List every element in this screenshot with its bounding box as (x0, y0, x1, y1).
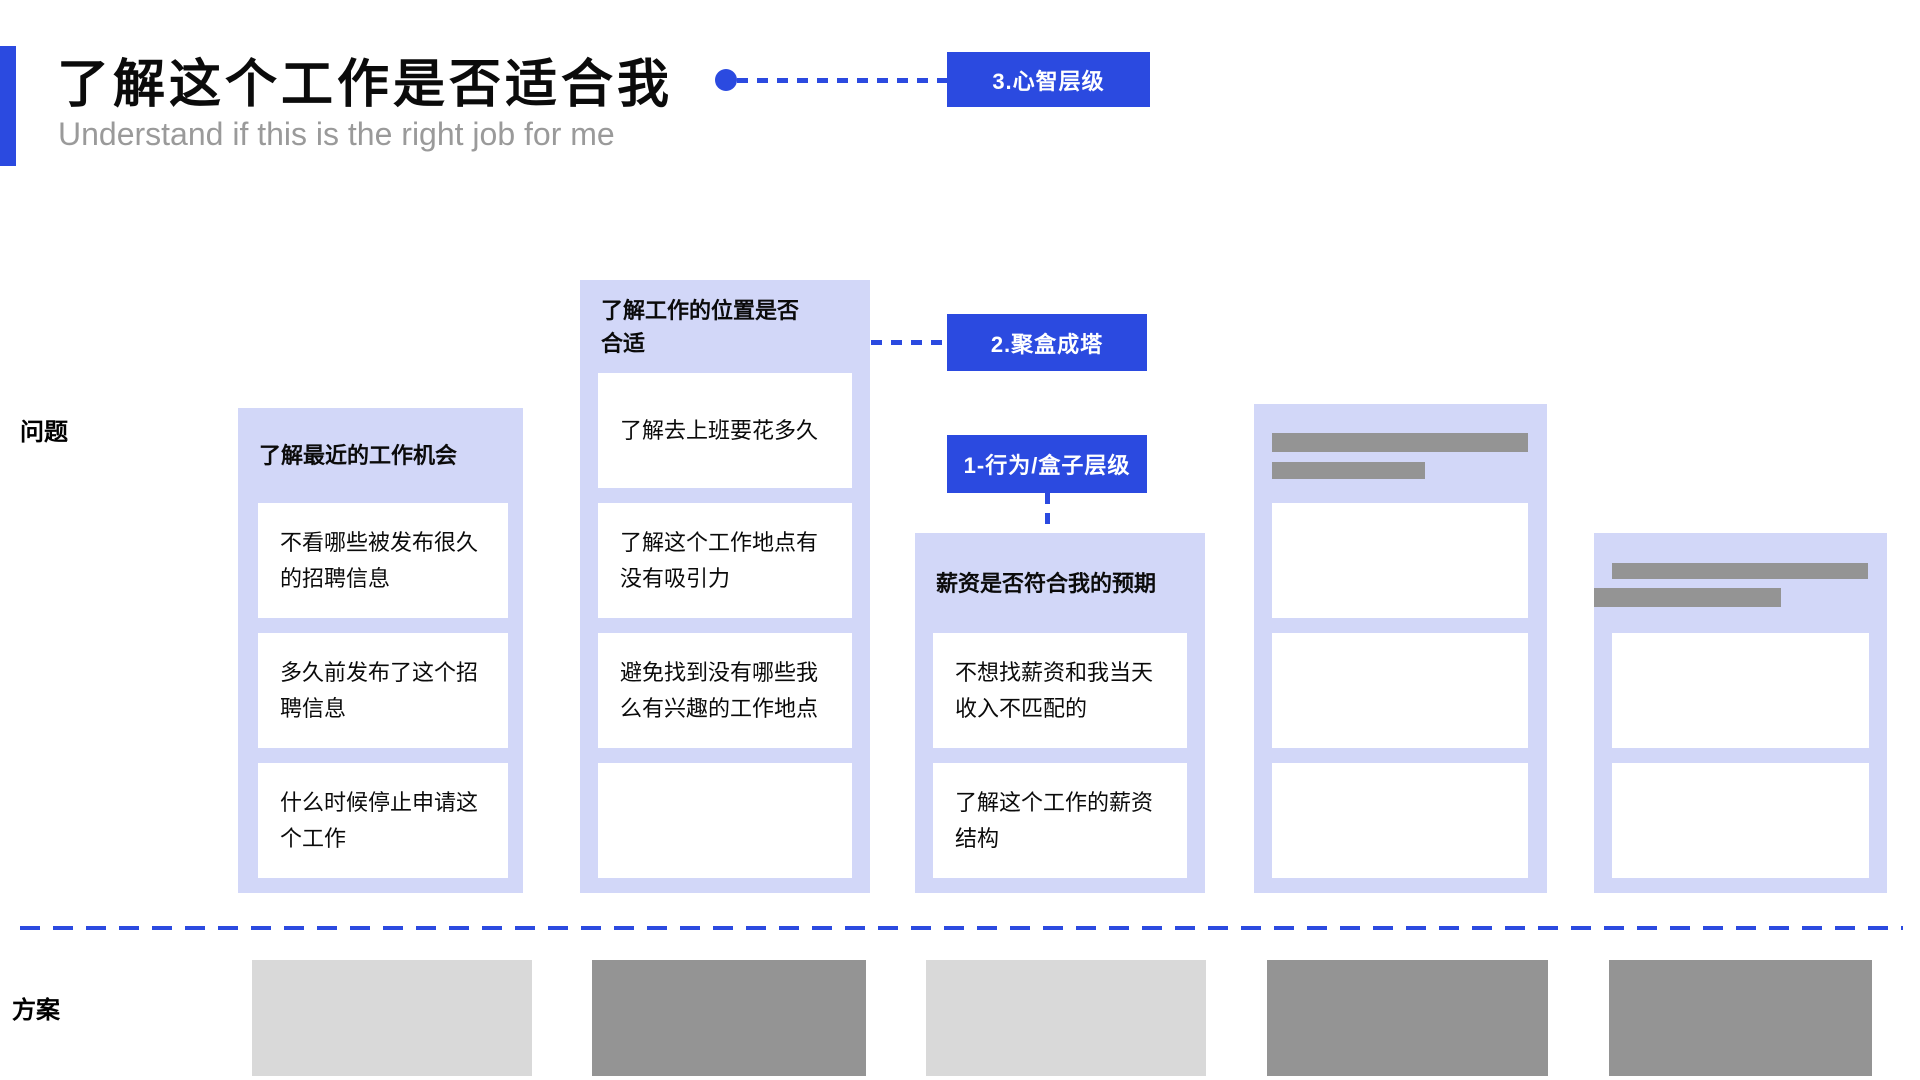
column-2-header: 了解工作的位置是否 合适 (601, 297, 800, 356)
connector-dot-title (715, 69, 737, 91)
column-1-header: 了解最近的工作机会 (259, 443, 458, 468)
row-label-solutions: 方案 (12, 997, 60, 1024)
question-card: 避免找到没有哪些我 么有兴趣的工作地点 (598, 633, 852, 748)
question-card-empty (1612, 633, 1869, 748)
question-card: 了解这个工作的薪资 结构 (933, 763, 1187, 878)
solution-placeholder (592, 960, 866, 1076)
placeholder-bar (1272, 462, 1425, 479)
row-label-questions: 问题 (20, 419, 68, 446)
question-card: 了解去上班要花多久 (598, 373, 852, 488)
solution-placeholder (926, 960, 1206, 1076)
question-card-empty (1612, 763, 1869, 878)
level-2-badge: 2.聚盒成塔 (947, 314, 1147, 371)
question-card-empty (1272, 633, 1528, 748)
question-card: 什么时候停止申请这 个工作 (258, 763, 508, 878)
dotted-connector-level-3 (737, 78, 947, 83)
level-1-badge: 1-行为/盒子层级 (947, 435, 1147, 493)
title-accent-bar (0, 46, 16, 166)
question-card: 不想找薪资和我当天 收入不匹配的 (933, 633, 1187, 748)
placeholder-bar (1594, 588, 1781, 607)
question-card: 了解这个工作地点有 没有吸引力 (598, 503, 852, 618)
solution-placeholder (1609, 960, 1872, 1076)
placeholder-bar (1612, 563, 1868, 579)
question-card: 多久前发布了这个招 聘信息 (258, 633, 508, 748)
questions-solutions-divider (20, 926, 1903, 930)
page-subtitle: Understand if this is the right job for … (58, 116, 615, 152)
level-3-badge: 3.心智层级 (947, 52, 1150, 107)
question-card-empty (1272, 503, 1528, 618)
question-card-empty (598, 763, 852, 878)
solution-placeholder (1267, 960, 1548, 1076)
page-title: 了解这个工作是否适合我 (57, 56, 674, 114)
question-card-empty (1272, 763, 1528, 878)
column-3-header: 薪资是否符合我的预期 (936, 570, 1157, 596)
question-card: 不看哪些被发布很久 的招聘信息 (258, 503, 508, 618)
solution-placeholder (252, 960, 532, 1076)
placeholder-bar (1272, 433, 1528, 452)
dotted-connector-level-2 (851, 340, 947, 345)
